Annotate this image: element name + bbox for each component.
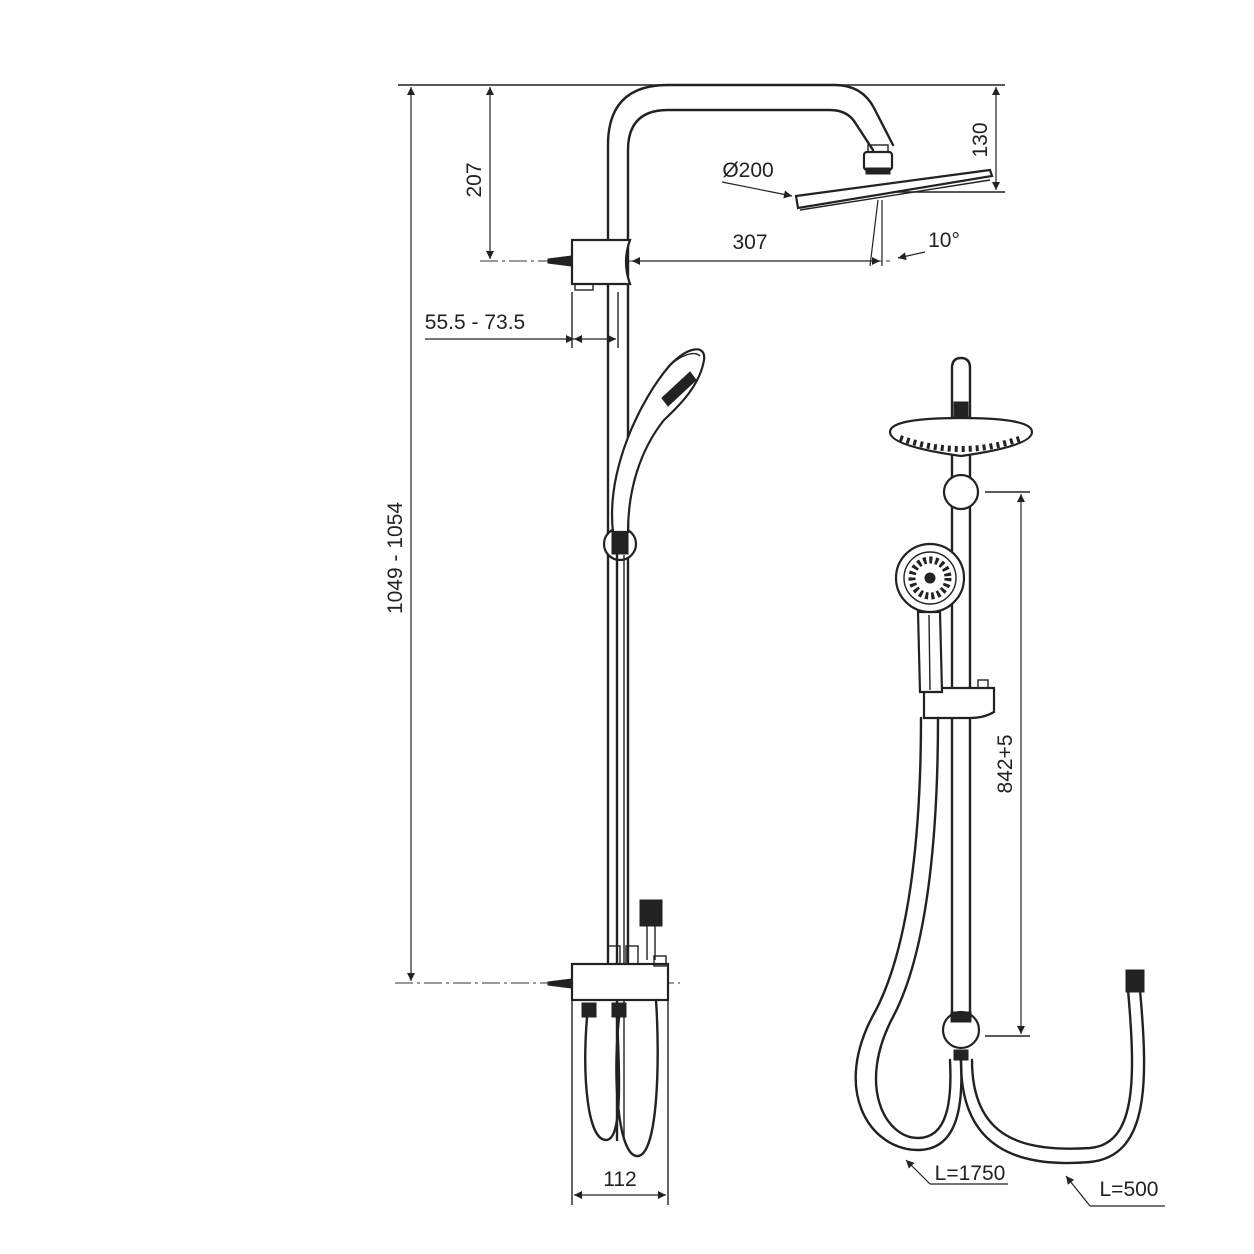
upper-rail-ring	[942, 473, 980, 511]
front-view: 842+5 L=1750 L=500	[854, 356, 1165, 1207]
hose-loop-right	[615, 998, 659, 1158]
rain-head-front	[888, 416, 1034, 458]
diverter-body	[570, 962, 670, 1002]
short-hose-outer	[959, 988, 1146, 1165]
head-diameter-label: Ø200	[722, 159, 773, 182]
rain-shower-head	[794, 168, 994, 210]
slider-knob	[977, 679, 989, 689]
hand-shower	[611, 348, 706, 534]
long-hose-label: L=1750	[935, 1162, 1006, 1185]
head-joint-ring	[865, 167, 891, 175]
long-hose-leader-arrow	[905, 1159, 931, 1185]
riser-pipe-outer	[606, 83, 895, 970]
long-hose-inner	[874, 716, 952, 1140]
head-angle-leader	[897, 251, 926, 261]
hand-shower-face-ring	[903, 551, 957, 605]
angle-tilted-reference	[869, 199, 879, 267]
head-connector	[953, 401, 969, 419]
holder-clamp	[611, 531, 629, 555]
head-angle-label: 10°	[928, 229, 960, 252]
hand-shower-face	[667, 352, 701, 369]
wall-offset-label: 55.5 - 73.5	[425, 311, 525, 334]
hand-shower-grip	[661, 371, 697, 407]
hose-loop-left	[584, 1015, 621, 1142]
head-spray-face	[799, 179, 991, 211]
long-hose-outer	[854, 716, 963, 1152]
slider-bracket	[922, 686, 996, 720]
hand-shower-center	[924, 572, 936, 584]
wall-screw-top	[547, 255, 573, 267]
outlet-nut-left	[581, 1002, 597, 1018]
short-hose-end-fitting	[1125, 969, 1145, 993]
bracket-base	[574, 283, 594, 291]
diverter-outlet	[953, 1049, 969, 1061]
arm-reach-label: 307	[732, 231, 767, 254]
riser-coupling-left	[607, 945, 621, 965]
bottom-width-label: 112	[603, 1168, 636, 1191]
hand-shower-nozzles	[908, 556, 952, 600]
head-swivel-joint	[862, 150, 894, 172]
top-wall-bracket	[570, 238, 632, 286]
rail-length-label: 842+5	[994, 735, 1017, 794]
riser-coupling-right	[625, 945, 639, 965]
top-bracket-height-label: 207	[463, 162, 486, 197]
handle-centerline	[928, 614, 931, 691]
lower-ring-clamp	[950, 1011, 972, 1023]
hose-end-fitting	[639, 899, 663, 927]
head-diameter-leader	[721, 181, 793, 199]
side-view: 1049 - 1054 207 55.5 - 73.5 307 130 Ø200…	[384, 83, 1005, 1205]
total-height-label: 1049 - 1054	[384, 502, 407, 614]
hose-coupling	[653, 955, 667, 967]
rain-head-nozzles	[898, 435, 1024, 452]
outlet-nut-right	[611, 1002, 627, 1018]
short-hose-leader-arrow	[1065, 1175, 1091, 1207]
short-hose-label: L=500	[1100, 1178, 1159, 1201]
riser-pipe-inner	[626, 108, 875, 970]
head-drop-label: 130	[969, 122, 992, 157]
short-hose-inner	[970, 988, 1134, 1150]
wall-screw-bottom	[547, 978, 573, 989]
riser-top	[950, 356, 972, 420]
